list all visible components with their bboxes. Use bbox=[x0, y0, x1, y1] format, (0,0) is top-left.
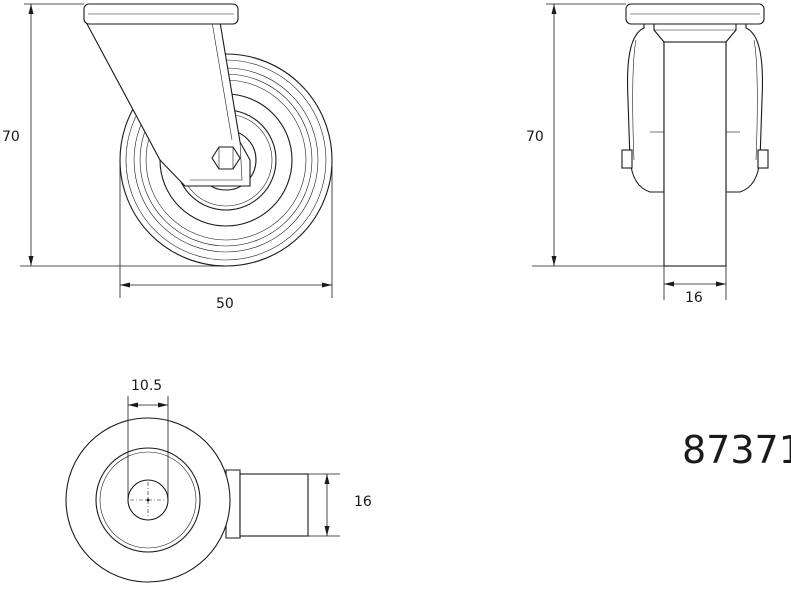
front-height-dimension bbox=[20, 3, 226, 267]
center-mark bbox=[130, 482, 166, 518]
top-view: 10.5 16 bbox=[65, 378, 372, 583]
side-axle-left bbox=[621, 149, 633, 169]
front-height-label: 70 bbox=[2, 129, 20, 145]
bore-label: 10.5 bbox=[131, 378, 162, 394]
front-view: 70 50 bbox=[2, 3, 333, 312]
side-width-label: 16 bbox=[685, 290, 703, 306]
front-width-label: 50 bbox=[216, 296, 234, 312]
axle-nut bbox=[211, 146, 241, 170]
stem-label: 16 bbox=[354, 494, 372, 510]
side-height-label: 70 bbox=[526, 129, 544, 145]
side-width-dimension bbox=[663, 266, 727, 300]
front-fork bbox=[83, 3, 251, 187]
top-stem-body bbox=[239, 473, 309, 537]
side-axle-right bbox=[757, 149, 769, 169]
top-stem bbox=[225, 469, 309, 539]
stem-dimension bbox=[308, 473, 340, 537]
side-wheel bbox=[663, 41, 727, 267]
side-fork bbox=[621, 23, 769, 193]
part-number: 87371 bbox=[682, 428, 791, 472]
front-width-dimension bbox=[119, 166, 333, 298]
side-height-dimension bbox=[532, 3, 664, 267]
bore-dimension bbox=[127, 396, 169, 500]
side-view: 70 16 bbox=[526, 3, 769, 306]
